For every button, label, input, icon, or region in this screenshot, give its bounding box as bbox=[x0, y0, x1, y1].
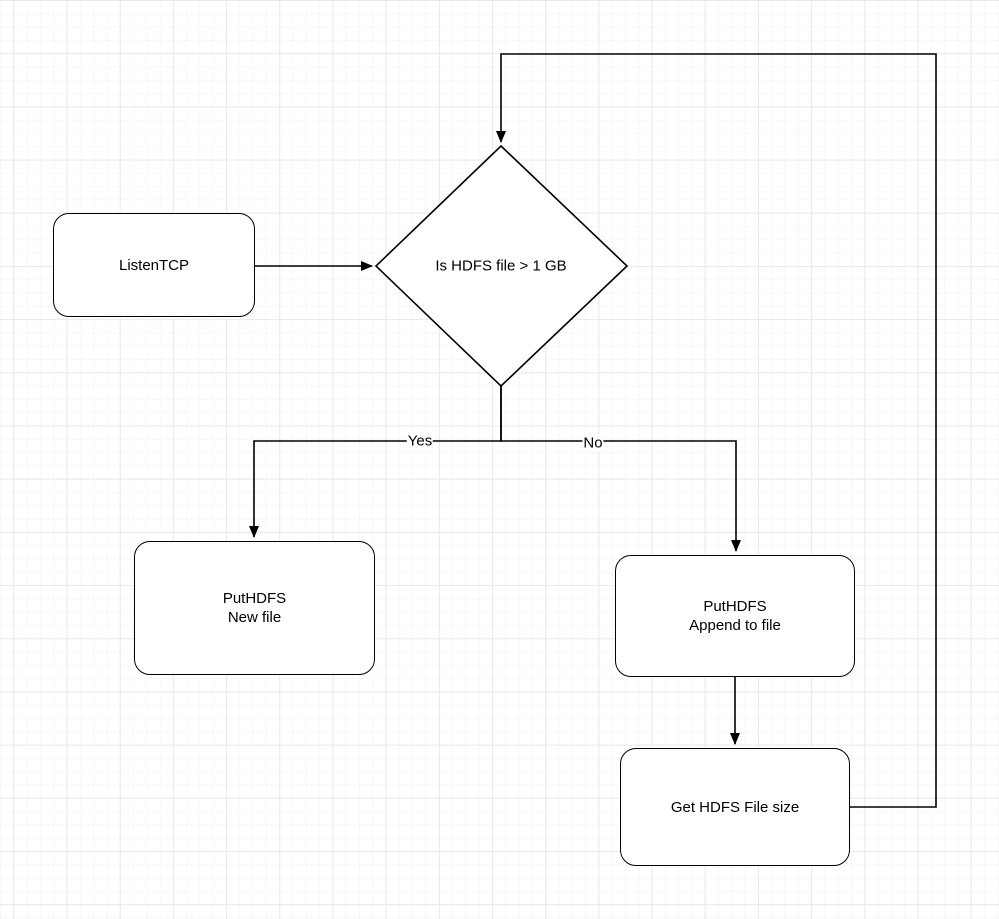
node-puthdfs-new-file-line2: New file bbox=[227, 609, 282, 626]
edge-label-no: No bbox=[582, 434, 604, 452]
node-puthdfs-append-line2: Append to file bbox=[689, 617, 781, 634]
node-listentcp-label: ListenTCP bbox=[118, 256, 190, 274]
edge-decision-no-to-puthdfs-append[interactable] bbox=[500, 386, 741, 552]
node-decision-label: Is HDFS file > 1 GB bbox=[435, 257, 567, 275]
node-puthdfs-new-file[interactable]: PutHDFS New file bbox=[134, 541, 375, 675]
node-puthdfs-append-line1: PutHDFS bbox=[703, 598, 767, 615]
node-puthdfs-append-to-file-label: PutHDFS Append to file bbox=[689, 597, 781, 635]
edge-get-size-to-decision[interactable] bbox=[496, 53, 937, 808]
node-listentcp[interactable]: ListenTCP bbox=[53, 213, 255, 317]
node-puthdfs-new-file-line1: PutHDFS bbox=[222, 590, 287, 607]
node-puthdfs-new-file-label: PutHDFS New file bbox=[223, 589, 286, 627]
edge-decision-yes-to-puthdfs-new[interactable] bbox=[249, 386, 502, 538]
edge-label-yes: Yes bbox=[406, 432, 434, 450]
node-puthdfs-append-to-file[interactable]: PutHDFS Append to file bbox=[615, 555, 855, 677]
node-get-hdfs-file-size-label: Get HDFS File size bbox=[670, 798, 800, 816]
node-get-hdfs-file-size[interactable]: Get HDFS File size bbox=[620, 748, 850, 866]
